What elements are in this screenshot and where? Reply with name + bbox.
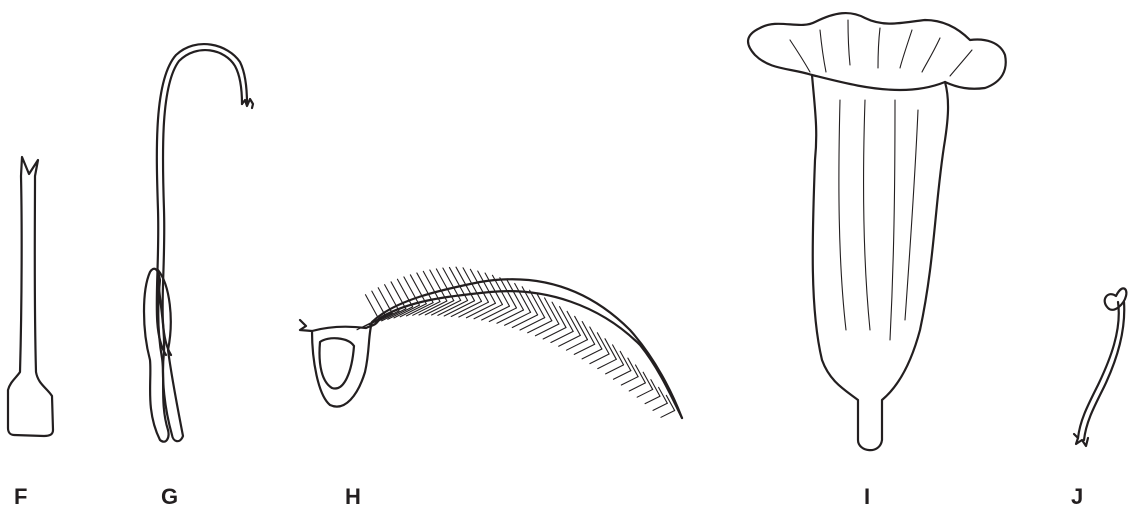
bristle-hair <box>653 403 667 410</box>
panel-label-i: I <box>864 486 870 508</box>
bristle-hair <box>543 328 566 339</box>
corolla-vein <box>900 30 912 68</box>
bristle-hair <box>430 270 447 301</box>
corolla-vein <box>922 38 940 72</box>
bristle-hair <box>385 285 399 311</box>
bristle-hair <box>606 365 624 374</box>
bristle-hair <box>432 300 461 315</box>
bristle-hair <box>574 344 594 354</box>
corolla-throat <box>812 75 945 90</box>
corolla-vein <box>878 28 880 68</box>
bristle-hair <box>629 383 645 391</box>
panel-h-drawing <box>300 267 682 418</box>
panel-label-f: F <box>14 486 27 508</box>
style-outline <box>8 157 53 436</box>
corolla-vein <box>950 50 972 76</box>
cup-outer <box>300 279 682 418</box>
corolla-tube <box>812 75 948 450</box>
fragment-base <box>1074 434 1088 446</box>
bristle-hairs <box>357 267 675 417</box>
bristle-hair <box>505 312 531 325</box>
corolla-vein <box>790 40 810 72</box>
bristle-hair <box>661 410 675 417</box>
corolla-vein <box>890 100 895 340</box>
bristle-hair <box>372 291 386 316</box>
fragment-outer <box>1078 302 1119 438</box>
bristle-hair <box>378 288 392 314</box>
bristle-hair <box>598 359 617 368</box>
bristle-hair <box>582 349 602 359</box>
bristle-hair <box>637 389 653 397</box>
bristle-hair <box>621 377 638 385</box>
bristle-hair <box>451 301 481 316</box>
panel-label-h: H <box>345 486 361 508</box>
panel-j-drawing <box>1074 288 1126 446</box>
bristle-hair <box>497 310 524 323</box>
bristle-hair <box>425 301 454 315</box>
corolla-veins <box>790 20 972 340</box>
bristle-hair <box>365 295 378 319</box>
bristle-hair <box>535 324 558 336</box>
bristle-hair <box>512 315 537 328</box>
panel-label-j: J <box>1071 486 1083 508</box>
corolla-vein <box>905 110 918 320</box>
panel-label-g: G <box>161 486 178 508</box>
corolla-limb <box>748 13 1006 89</box>
bristle-hair <box>459 302 489 317</box>
bristle-hair <box>423 271 440 301</box>
panel-i-drawing <box>748 13 1006 450</box>
corolla-vein <box>864 100 870 330</box>
panel-f-drawing <box>8 157 53 436</box>
bristle-hair <box>645 396 660 403</box>
bristle-hair <box>590 354 609 364</box>
corolla-vein <box>848 20 850 65</box>
cup-window <box>320 338 355 388</box>
filament-inner <box>163 50 242 355</box>
panel-g-drawing <box>144 44 253 442</box>
corolla-vein <box>839 100 846 330</box>
corolla-vein <box>820 30 826 72</box>
bristle-hair <box>436 269 453 301</box>
bristle-hair <box>528 321 552 333</box>
bristle-hair <box>520 318 545 330</box>
bristle-hair <box>613 371 630 380</box>
bristle-hair <box>417 273 433 303</box>
